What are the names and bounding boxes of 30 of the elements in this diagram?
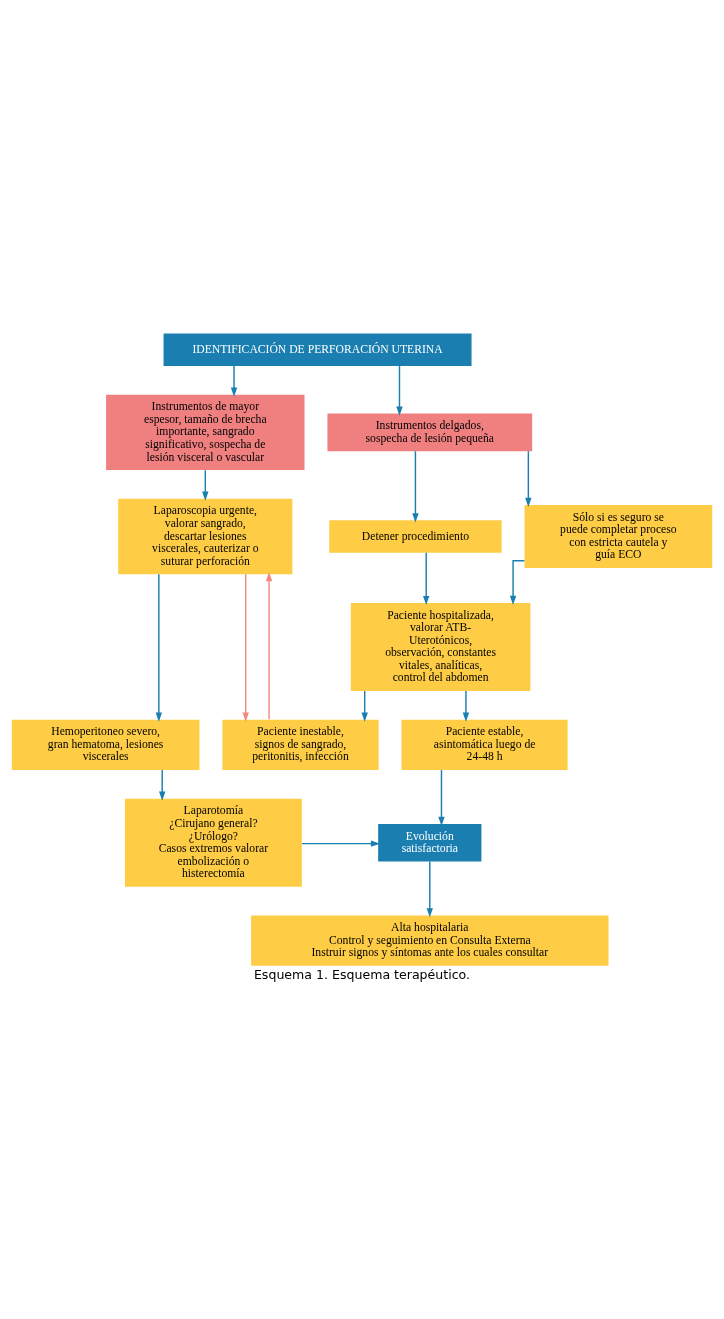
arrow [301, 839, 381, 847]
node-box: Instrumentos de mayor espesor, tamaño de brecha importante, sangrado significativo, sospecha de lesión visceral o vascular [106, 394, 305, 470]
arrow [202, 469, 209, 501]
arrow [242, 573, 249, 722]
arrow [265, 571, 273, 720]
arrow [396, 364, 403, 416]
node-box: Paciente inestable, signos de sangrado, peritonitis, infección [222, 719, 379, 770]
node-box: Instrumentos delgados, sospecha de lesión pequeña [327, 413, 533, 451]
arrow [462, 689, 470, 722]
arrow [230, 364, 238, 397]
arrow [412, 450, 419, 522]
node-box: Hemoperitoneo severo, gran hematoma, lesiones viscerales [11, 719, 200, 770]
arrow [423, 551, 430, 605]
node-box: IDENTIFICACIÓN DE PERFORACIÓN UTERINA [163, 333, 472, 366]
arrow [361, 689, 368, 722]
arrow [525, 450, 532, 507]
node-box: Paciente hospitalizada, valorar ATB-Uterotónicos, observación, constantes vitales, analíticas, control del abdomen [350, 602, 531, 691]
node-box: Laparotomía ¿Cirujano general? ¿Urólogo? Casos extremos valorar embolización o histerectomía [124, 798, 302, 887]
arrow [155, 573, 163, 722]
node-box: Detener procedimiento [329, 519, 502, 553]
node-box: Evolución satisfactoria [378, 823, 482, 862]
arrow [159, 768, 166, 801]
node-box: Paciente estable, asintomática luego de 24-48 h [401, 719, 568, 770]
node-box: Alta hospitalaria Control y seguimiento en Consulta Externa Instruir signos y síntomas ante los cuales consultar [251, 914, 609, 966]
node-box: Laparoscopia urgente, valorar sangrado, descartar lesiones viscerales, cauterizar o suturar perforación [118, 498, 293, 574]
arrow [426, 860, 433, 917]
arrow [509, 559, 526, 605]
node-box: Sólo si es seguro se puede completar proceso con estricta cautela y guía ECO [524, 504, 713, 568]
caption: Esquema 1. Esquema terapéutico. [253, 966, 471, 982]
arrow [438, 768, 445, 826]
